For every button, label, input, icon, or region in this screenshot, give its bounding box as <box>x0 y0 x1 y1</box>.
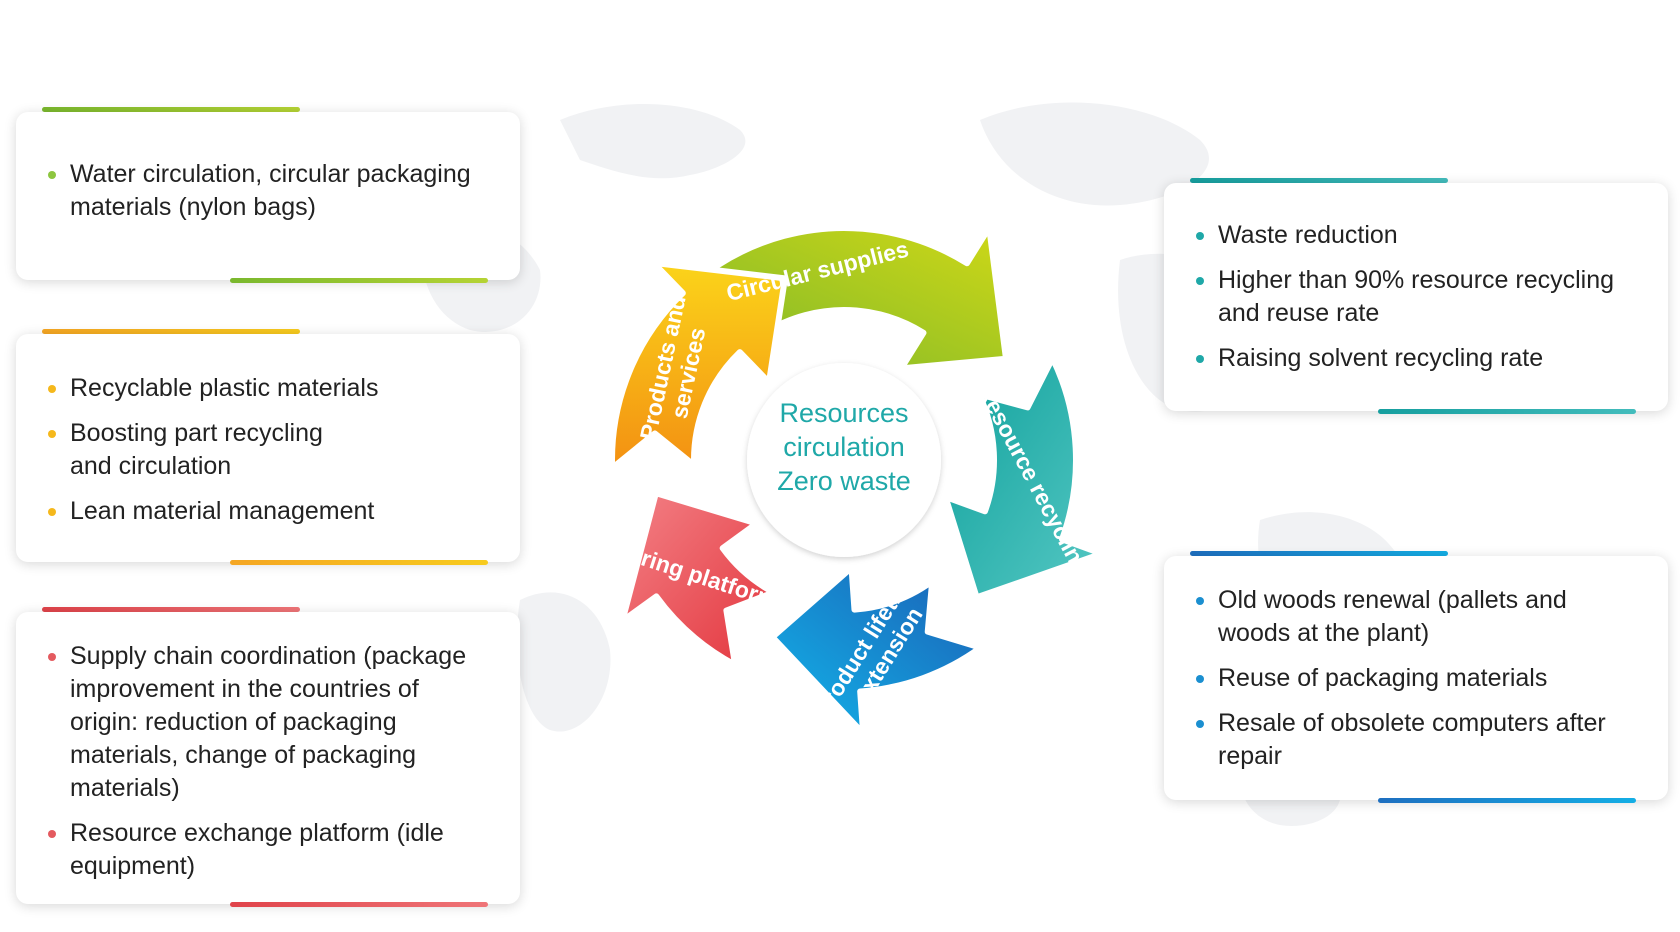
bullet-item: Water circulation, circular packaging ma… <box>44 158 492 224</box>
card-circular-supplies: Water circulation, circular packaging ma… <box>16 112 520 280</box>
card-top-accent-bar <box>1190 178 1448 183</box>
card-products-services: Recyclable plastic materials Boosting pa… <box>16 334 520 562</box>
card-bullet-list: Waste reduction Higher than 90% resource… <box>1192 219 1640 375</box>
bullet-item: Higher than 90% resource recycling and r… <box>1192 264 1640 330</box>
card-bullet-list: Recyclable plastic materials Boosting pa… <box>44 372 492 528</box>
card-top-accent-bar <box>42 107 300 112</box>
bullet-item: Raising solvent recycling rate <box>1192 342 1640 375</box>
center-label-line: Resources <box>779 398 908 428</box>
center-label-line: circulation <box>783 432 905 462</box>
card-lifetime-extension: Old woods renewal (pallets and woods at … <box>1164 556 1668 800</box>
center-label-line: Zero waste <box>777 466 911 496</box>
arrow-products-services <box>609 259 788 472</box>
bullet-item: Recyclable plastic materials <box>44 372 492 405</box>
arrow-sharing-platform <box>619 490 777 668</box>
bullet-item: Resource exchange platform (idle equipme… <box>44 817 492 883</box>
card-bullet-list: Supply chain coordination (package impro… <box>44 640 492 883</box>
card-bullet-list: Water circulation, circular packaging ma… <box>44 158 492 224</box>
bullet-item: Boosting part recycling and circulation <box>44 417 492 483</box>
card-bottom-accent-bar <box>230 278 488 283</box>
card-bottom-accent-bar <box>1378 798 1636 803</box>
card-resource-recycling: Waste reduction Higher than 90% resource… <box>1164 183 1668 411</box>
bullet-item: Supply chain coordination (package impro… <box>44 640 492 805</box>
center-circle <box>747 363 941 557</box>
card-bottom-accent-bar <box>1378 409 1636 414</box>
bullet-item: Reuse of packaging materials <box>1192 662 1640 695</box>
card-sharing-platform: Supply chain coordination (package impro… <box>16 612 520 904</box>
card-bottom-accent-bar <box>230 902 488 907</box>
arrow-resource-recycling <box>942 355 1105 601</box>
bullet-item: Old woods renewal (pallets and woods at … <box>1192 584 1640 650</box>
card-top-accent-bar <box>42 329 300 334</box>
card-top-accent-bar <box>1190 551 1448 556</box>
card-bottom-accent-bar <box>230 560 488 565</box>
arrow-product-lifetime-extension <box>769 564 984 737</box>
card-bullet-list: Old woods renewal (pallets and woods at … <box>1192 584 1640 773</box>
bullet-item: Resale of obsolete computers after repai… <box>1192 707 1640 773</box>
card-top-accent-bar <box>42 607 300 612</box>
bullet-item: Lean material management <box>44 495 492 528</box>
bullet-item: Waste reduction <box>1192 219 1640 252</box>
